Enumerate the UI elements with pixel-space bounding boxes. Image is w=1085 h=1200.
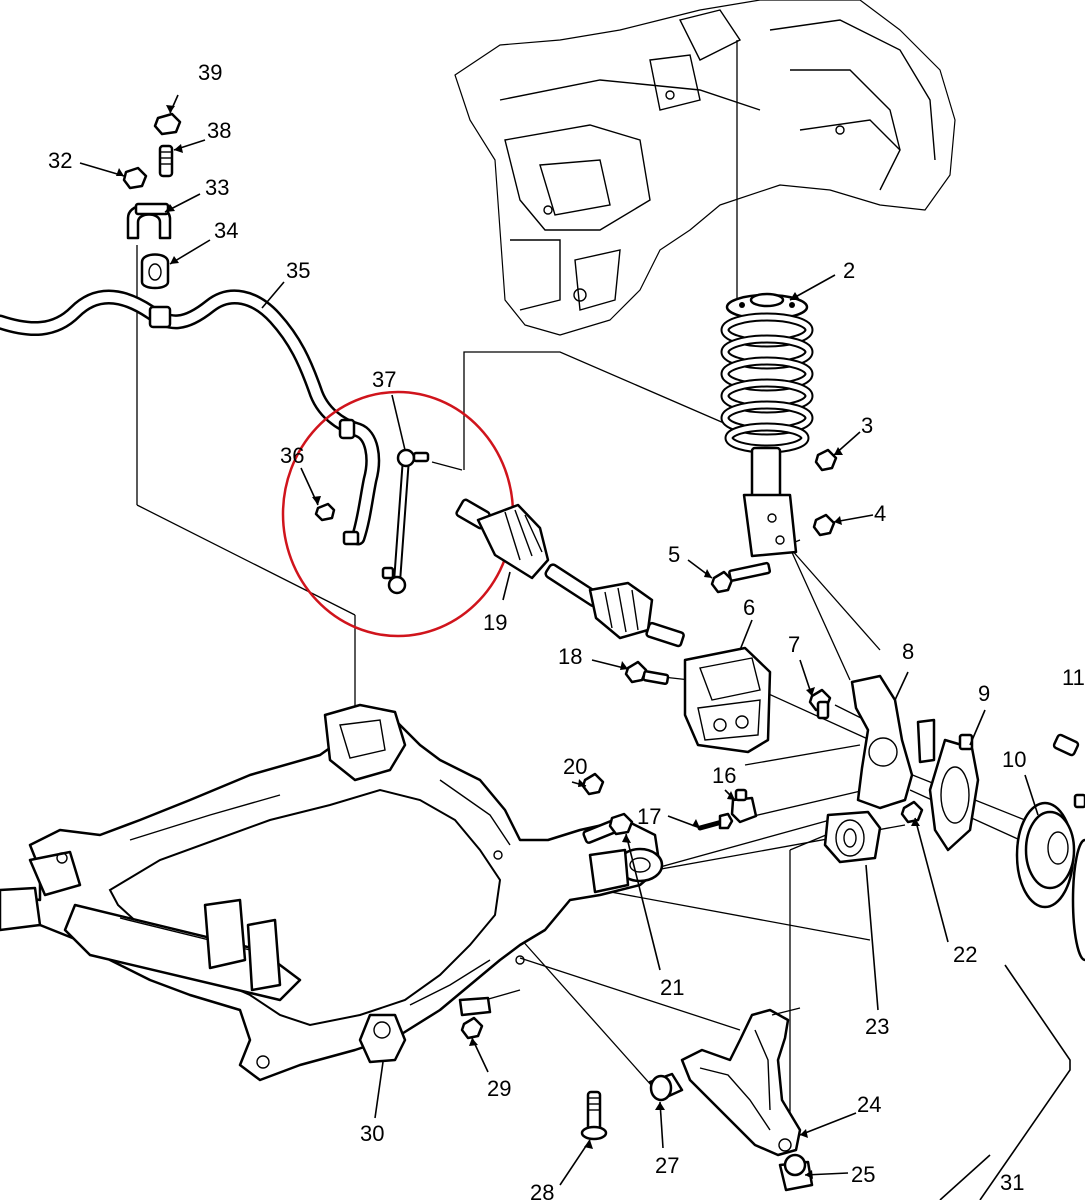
- callout-label: 30: [360, 1121, 384, 1146]
- callout-label: 18: [558, 644, 582, 669]
- hub-bearing: [1015, 733, 1085, 962]
- bolt-7: [808, 688, 832, 720]
- callout-label: 29: [487, 1076, 511, 1101]
- callout-label: 7: [788, 632, 800, 657]
- stud-38: [158, 144, 174, 178]
- stabilizer-mount-hardware: [122, 112, 182, 290]
- callout-label: 19: [483, 610, 507, 635]
- bushing-23: [823, 810, 882, 864]
- lower-control-arm: [648, 1007, 814, 1192]
- callout-label: 21: [660, 975, 684, 1000]
- callout-label: 39: [198, 60, 222, 85]
- nut-29: [460, 1016, 484, 1040]
- nut-39: [153, 112, 182, 136]
- callout-label: 20: [563, 754, 587, 779]
- stabilizer-link: [314, 448, 430, 595]
- callout-label: 37: [372, 367, 396, 392]
- coil-spring: [720, 312, 814, 454]
- callout-label: 34: [214, 218, 238, 243]
- callout-label: 4: [874, 501, 886, 526]
- wheel-speed-sensor-11: [1052, 733, 1085, 809]
- callout-label: 17: [637, 804, 661, 829]
- callout-label: 8: [902, 639, 914, 664]
- nut-22: [900, 800, 924, 824]
- callout-label: 38: [207, 118, 231, 143]
- callout-label: 22: [953, 942, 977, 967]
- callout-label: 3: [861, 413, 873, 438]
- stabilizer-bar: [0, 289, 381, 546]
- bolt-5: [710, 561, 772, 594]
- bracket-16: [730, 788, 758, 824]
- callout-label: 6: [743, 595, 755, 620]
- bar-bushing-marker: [148, 305, 172, 329]
- bolt-28: [580, 1090, 608, 1141]
- leader-arrowheads: [116, 105, 920, 1179]
- callout-label: 31: [1000, 1170, 1024, 1195]
- stabilizer-bushing-34: [140, 253, 170, 290]
- strut-assembly: [710, 292, 838, 594]
- callout-label: 10: [1002, 747, 1026, 772]
- callout-label: 5: [668, 542, 680, 567]
- callout-label: 9: [978, 681, 990, 706]
- callout-label: 32: [48, 148, 72, 173]
- front-subframe: [0, 703, 664, 1082]
- splash-shield: [928, 733, 980, 852]
- callout-label: 25: [851, 1162, 875, 1187]
- nut-36: [314, 502, 336, 522]
- callout-labels: 2 3 4 5 6 7 8 9 10 11 16 17 18 19 20 21 …: [48, 60, 1085, 1200]
- callout-label: 16: [712, 763, 736, 788]
- brake-caliper: [624, 646, 772, 754]
- callout-label: 23: [865, 1014, 889, 1039]
- drive-axle: [455, 498, 685, 648]
- bolt-18: [624, 660, 670, 686]
- callout-label: 2: [843, 258, 855, 283]
- body-frame-structure: [454, 0, 956, 336]
- callout-label: 11: [1062, 665, 1085, 690]
- callout-label: 28: [530, 1180, 554, 1200]
- callout-label: 36: [280, 443, 304, 468]
- steering-knuckle: [808, 674, 936, 810]
- ball-joint-25: [778, 1153, 814, 1192]
- callout-label: 35: [286, 258, 310, 283]
- callout-label: 24: [857, 1092, 881, 1117]
- bolt-21: [582, 812, 634, 844]
- callout-label: 27: [655, 1153, 679, 1178]
- bolt-17: [697, 812, 734, 831]
- bolt-32: [122, 166, 148, 190]
- callout-label: 33: [205, 175, 229, 200]
